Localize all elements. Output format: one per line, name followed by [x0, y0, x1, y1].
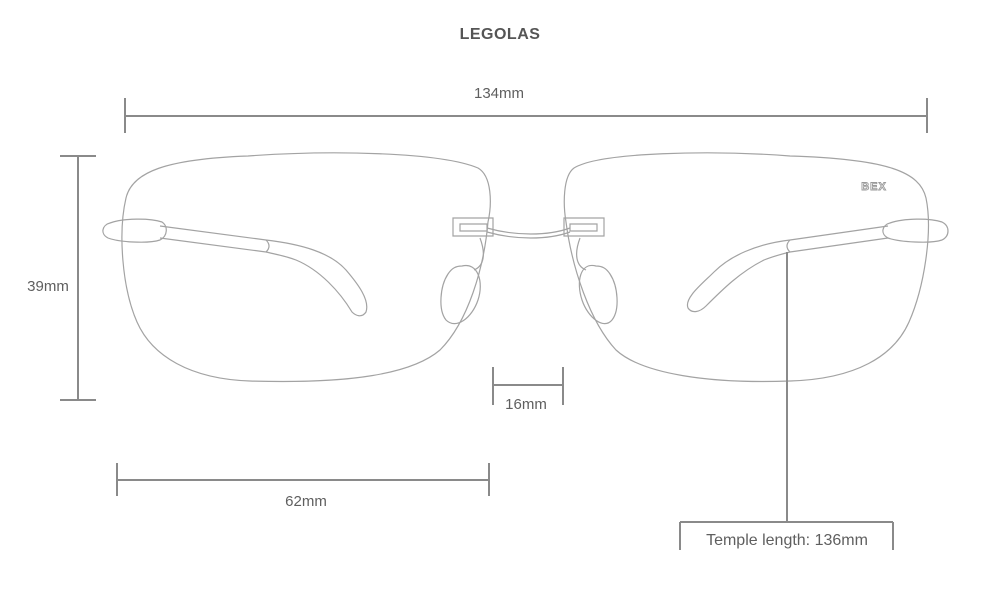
lens-width-label: 62mm: [285, 493, 327, 510]
total-width-label: 134mm: [474, 85, 524, 102]
right-lens: [563, 152, 930, 383]
temple-length-label: Temple length: 136mm: [706, 532, 868, 549]
total-width-dimension: 134mm: [124, 85, 928, 133]
product-title: LEGOLAS: [460, 26, 541, 43]
left-nose-pad: [473, 237, 484, 271]
lens-height-label: 39mm: [27, 278, 69, 295]
left-lens: [121, 152, 491, 383]
glasses-illustration: BEX: [102, 152, 949, 383]
bridge-width-label: 16mm: [505, 396, 547, 413]
lens-height-dimension: 39mm: [27, 155, 96, 401]
brand-logo: BEX: [861, 181, 887, 193]
bridge-width-dimension: 16mm: [492, 367, 564, 413]
right-temple: [882, 218, 949, 243]
left-temple: [102, 218, 167, 243]
bridge: [452, 217, 494, 237]
lens-width-dimension: 62mm: [116, 463, 490, 510]
temple-length-callout: Temple length: 136mm: [679, 252, 894, 550]
